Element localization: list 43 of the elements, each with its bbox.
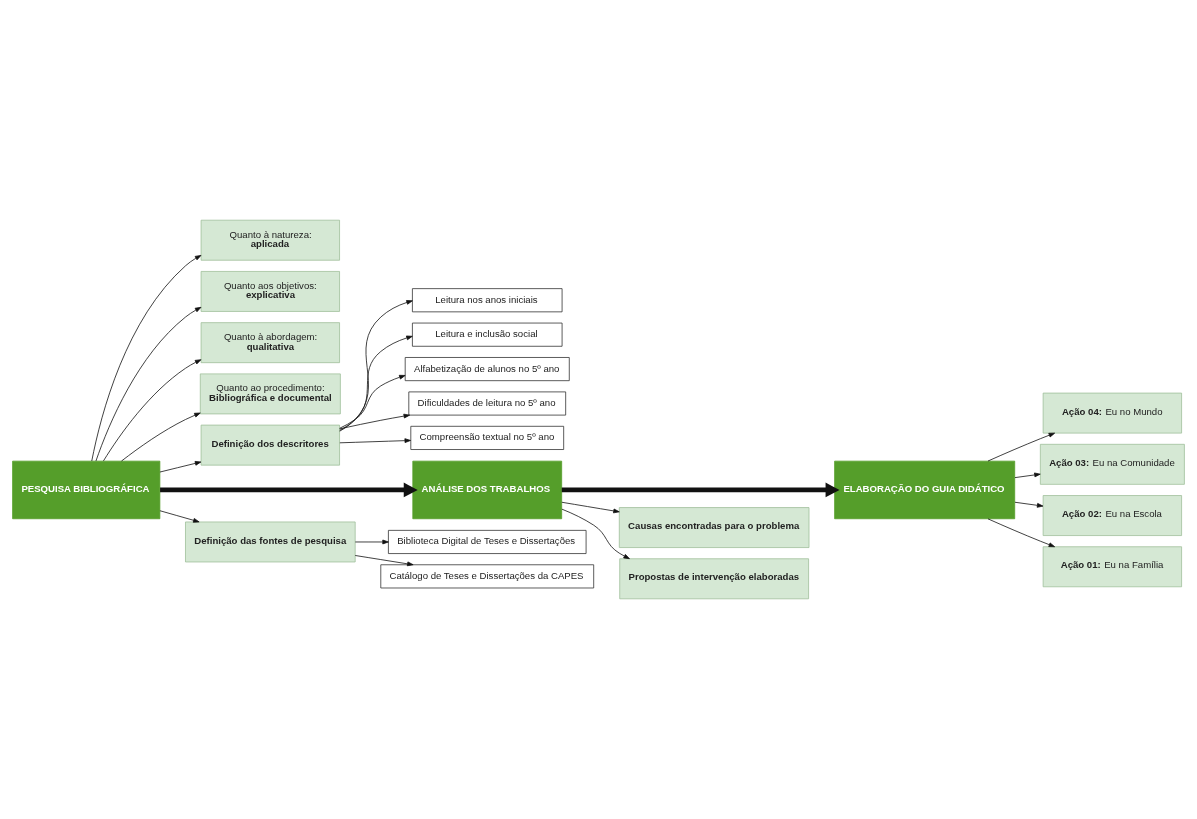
arrow: [159, 461, 202, 473]
arrow: [103, 359, 202, 462]
arrow: [160, 482, 418, 498]
arrow: [561, 508, 630, 560]
node-box: Definição dos descritores: [200, 424, 340, 466]
node-box: Ação 03: Eu na Comunidade: [1039, 443, 1185, 485]
node-box: Causas encontradas para o problema: [618, 507, 810, 548]
node-box: Definição das fontes de pesquisa: [185, 521, 356, 563]
arrow: [121, 412, 201, 462]
node-box: ANÁLISE DOS TRABALHOS: [412, 460, 563, 520]
arrow: [159, 510, 200, 523]
node-box: Catálogo de Teses e Dissertações da CAPES: [380, 564, 595, 589]
arrow: [1014, 472, 1041, 478]
node-box: Propostas de intervenção elaboradas: [619, 558, 809, 600]
arrow: [91, 255, 202, 462]
arrow: [339, 335, 413, 431]
node-box: Quanto à abordagem: qualitativa: [200, 322, 340, 364]
node-box: Quanto aos objetivos: explicativa: [200, 271, 340, 312]
node-box: Ação 02: Eu na Escola: [1042, 495, 1182, 536]
arrow: [987, 518, 1056, 548]
arrow: [1014, 501, 1044, 508]
arrow: [561, 482, 840, 498]
node-box: Dificuldades de leitura no 5º ano: [408, 391, 567, 416]
arrow: [339, 413, 410, 430]
arrow: [561, 501, 620, 514]
arrow: [987, 432, 1056, 462]
node-box: ELABORAÇÃO DO GUIA DIDÁTICO: [834, 460, 1016, 520]
arrow: [339, 300, 413, 432]
node-box: Compreensão textual no 5º ano: [410, 425, 565, 450]
node-box: Ação 01: Eu na Família: [1042, 546, 1182, 588]
node-box: Ação 04: Eu no Mundo: [1042, 392, 1182, 434]
node-box: Leitura e inclusão social: [412, 322, 563, 347]
arrow: [339, 374, 406, 429]
node-box: Quanto à natureza: aplicada: [200, 219, 340, 261]
arrow: [339, 438, 411, 444]
arrow: [95, 306, 202, 462]
node-box: Quanto ao procedimento: Bibliográfica e documental: [199, 373, 341, 415]
node-box: Alfabetização de alunos no 5º ano: [404, 357, 570, 382]
arrow: [354, 555, 414, 567]
node-box: Leitura nos anos iniciais: [412, 288, 563, 313]
node-box: PESQUISA BIBLIOGRÁFICA: [12, 460, 161, 520]
arrow: [354, 539, 389, 545]
node-box: Biblioteca Digital de Teses e Dissertações: [388, 529, 587, 554]
